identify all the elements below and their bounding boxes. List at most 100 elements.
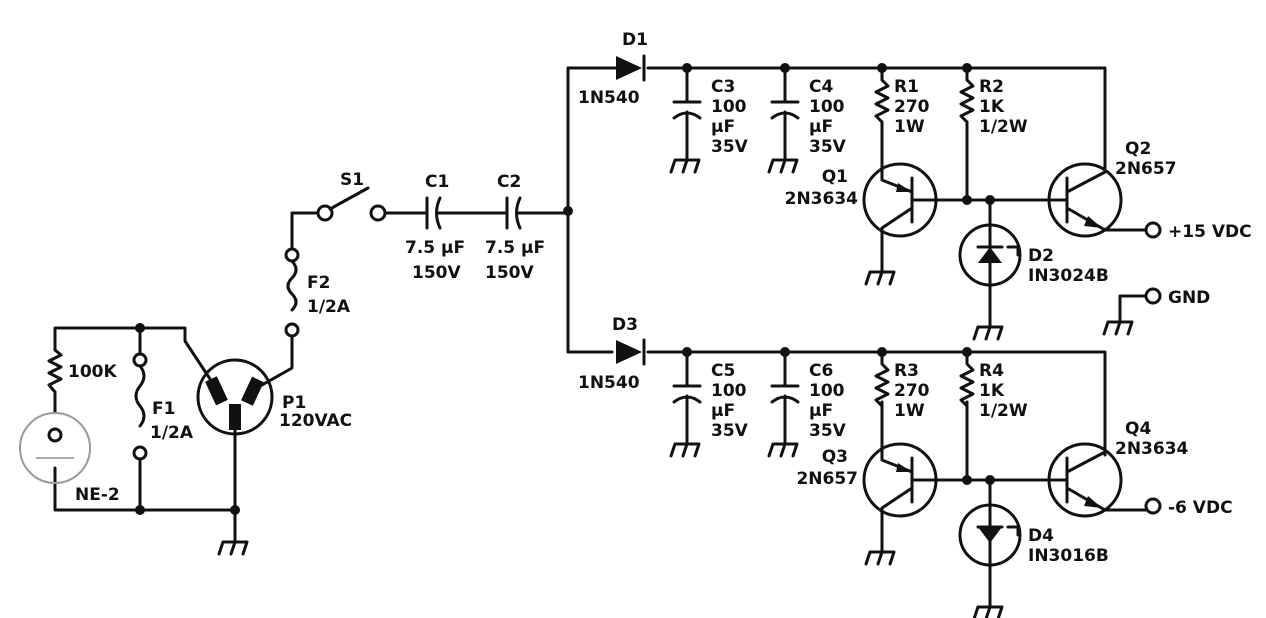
c6-ref: C6: [809, 361, 833, 381]
c2-voltage: 150V: [485, 263, 534, 283]
junction-dot: [780, 347, 790, 357]
capacitor-c3-symbol: [672, 66, 702, 150]
d3-ref: D3: [612, 315, 638, 335]
s1-ref: S1: [340, 170, 364, 190]
wire-top-rail: [566, 66, 1107, 213]
emitter-arrow: [896, 183, 912, 192]
r1-value: 270: [894, 97, 930, 117]
c2-ref: C2: [497, 172, 521, 192]
emitter-arrow: [1084, 216, 1102, 228]
emitter-arrow: [1084, 496, 1102, 508]
junction-dot: [682, 63, 692, 73]
c4-unit: µF: [809, 117, 833, 137]
c5-unit: µF: [711, 401, 735, 421]
capacitor-c1: [425, 196, 442, 230]
junction-dot: [877, 63, 887, 73]
zener-leads: [976, 478, 1020, 597]
resistor-r1-symbol: [874, 66, 890, 124]
junction-dot: [962, 475, 972, 485]
ground-icon: [767, 146, 799, 174]
c1-voltage: 150V: [412, 263, 461, 283]
r3-ref: R3: [894, 361, 919, 381]
transistor-leads: [880, 120, 969, 262]
q2-part: 2N657: [1115, 159, 1177, 179]
f1-rating: 1/2A: [150, 423, 194, 443]
emitter-arrow: [896, 463, 912, 472]
d3-part: 1N540: [578, 373, 640, 393]
q1-ref: Q1: [822, 167, 848, 187]
c3-voltage: 35V: [711, 137, 749, 157]
d4-ref: D4: [1028, 526, 1054, 546]
ground-icon: [669, 430, 701, 458]
q3-part: 2N657: [796, 469, 858, 489]
junction-dot: [962, 347, 972, 357]
zener-triangle: [978, 527, 1002, 543]
ground-icon: [669, 146, 701, 174]
d1-ref: D1: [622, 30, 648, 50]
c4-ref: C4: [809, 77, 833, 97]
c2-value: 7.5 µF: [485, 238, 545, 258]
r4-power: 1/2W: [979, 401, 1028, 421]
junction-dot: [780, 63, 790, 73]
c6-unit: µF: [809, 401, 833, 421]
c1-value: 7.5 µF: [405, 238, 465, 258]
q3-ref: Q3: [822, 447, 848, 467]
capacitor-c2: [505, 196, 522, 230]
neon-lamp-ne2: [19, 412, 91, 484]
ground-icon: [864, 538, 896, 566]
plug-p1: [196, 358, 274, 436]
r2-power: 1/2W: [979, 117, 1028, 137]
c3-unit: µF: [711, 117, 735, 137]
wire-bottom-rail: [566, 209, 1107, 457]
capacitor-c6-symbol: [770, 350, 800, 434]
d2-ref: D2: [1028, 246, 1054, 266]
q1-part: 2N3634: [785, 189, 859, 209]
c5-value: 100: [711, 381, 747, 401]
c1-ref: C1: [425, 172, 449, 192]
junction-dot: [962, 195, 972, 205]
c5-voltage: 35V: [711, 421, 749, 441]
c6-voltage: 35V: [809, 421, 847, 441]
r4-value: 1K: [979, 381, 1005, 401]
fuse-f2: [284, 247, 300, 338]
terminal-pos15[interactable]: [1144, 221, 1162, 239]
fuse-f1: [132, 352, 148, 461]
junction-dot: [682, 347, 692, 357]
switch-s1[interactable]: [316, 186, 387, 222]
terminal-pos-label: +15 VDC: [1168, 222, 1252, 242]
terminal-neg6[interactable]: [1144, 497, 1162, 515]
f1-ref: F1: [152, 399, 175, 419]
r3-value: 270: [894, 381, 930, 401]
resistor-r4-symbol: [959, 350, 975, 408]
r-neon-value: 100K: [68, 362, 117, 382]
resistor-r2-symbol: [959, 66, 975, 124]
c3-value: 100: [711, 97, 747, 117]
diode-d1: [610, 54, 646, 82]
f2-ref: F2: [307, 273, 330, 293]
wire-f2: [260, 211, 320, 387]
terminal-gnd[interactable]: [1144, 287, 1162, 305]
ground-icon: [767, 430, 799, 458]
terminal-neg-label: -6 VDC: [1168, 498, 1233, 518]
transistor-leads: [1047, 442, 1148, 512]
d1-part: 1N540: [578, 88, 640, 108]
d4-part: IN3016B: [1028, 546, 1109, 566]
q2-ref: Q2: [1125, 139, 1151, 159]
junction-dot: [962, 63, 972, 73]
r3-power: 1W: [894, 401, 925, 421]
transistor-leads: [1047, 162, 1148, 232]
c4-value: 100: [809, 97, 845, 117]
